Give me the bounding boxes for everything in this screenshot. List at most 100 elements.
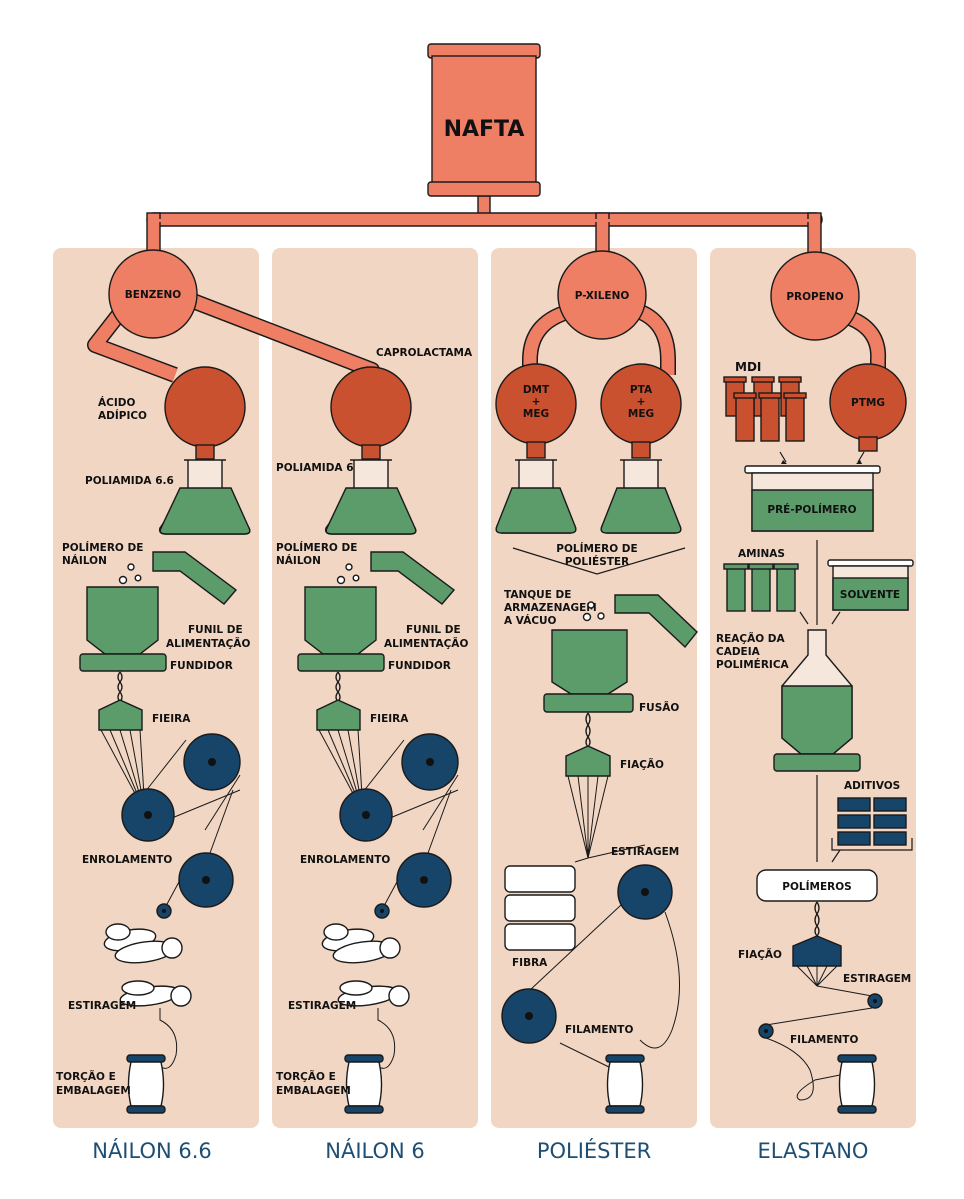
solvent-tank	[827, 559, 914, 611]
svg-text:FIAÇÃO: FIAÇÃO	[620, 758, 664, 771]
polyester-flask-b	[600, 459, 682, 534]
svg-text:FUNIL DE: FUNIL DE	[188, 624, 243, 636]
amine-tubes	[723, 563, 799, 612]
propeno-node	[770, 251, 860, 341]
svg-text:ENROLAMENTO: ENROLAMENTO	[82, 854, 172, 866]
svg-text:FUNDIDOR: FUNDIDOR	[388, 660, 451, 672]
svg-text:POLIMÉRICA: POLIMÉRICA	[716, 658, 790, 671]
svg-text:POLIAMIDA 6.6: POLIAMIDA 6.6	[85, 475, 174, 487]
svg-text:FIEIRA: FIEIRA	[152, 713, 191, 725]
feed-chute-poly	[614, 594, 698, 649]
polymers-box	[756, 869, 878, 902]
svg-text:SOLVENTE: SOLVENTE	[840, 589, 900, 601]
svg-text:EMBALAGEM: EMBALAGEM	[276, 1085, 351, 1097]
svg-text:FILAMENTO: FILAMENTO	[790, 1034, 858, 1046]
svg-text:ENROLAMENTO: ENROLAMENTO	[300, 854, 390, 866]
column-title-nylon66: NÁILON 6.6	[92, 1138, 212, 1163]
column-title-polyester: POLIÉSTER	[537, 1138, 651, 1163]
svg-text:AMINAS: AMINAS	[738, 548, 785, 560]
mdi-tubes	[723, 376, 807, 442]
svg-text:ESTIRAGEM: ESTIRAGEM	[288, 1000, 356, 1012]
svg-text:ALIMENTAÇÃO: ALIMENTAÇÃO	[166, 637, 250, 650]
small-roller-6	[374, 903, 390, 919]
prepolymer-tank	[744, 465, 881, 532]
svg-text:MEG: MEG	[628, 408, 654, 420]
svg-text:POLÍMERO DE: POLÍMERO DE	[62, 541, 143, 554]
panel-nylon6	[272, 248, 478, 1128]
polyester-flask-a	[495, 459, 577, 534]
svg-text:A VÁCUO: A VÁCUO	[504, 614, 557, 627]
feed-chute-66	[152, 551, 238, 605]
poliamida66-flask	[158, 459, 251, 535]
svg-text:FILAMENTO: FILAMENTO	[565, 1024, 633, 1036]
bobbin-elastane	[837, 1054, 877, 1114]
pxileno-label: P-XILENO	[575, 290, 630, 302]
drawing-rolls-66	[103, 923, 192, 1007]
svg-text:DMT: DMT	[523, 384, 550, 396]
svg-text:MDI: MDI	[735, 360, 761, 374]
reaction-vessel	[773, 629, 861, 772]
svg-text:NÁILON: NÁILON	[62, 554, 107, 567]
feed-chute-6	[370, 551, 456, 605]
svg-text:ADITIVOS: ADITIVOS	[844, 780, 900, 792]
small-roller-elastane-b	[758, 1023, 774, 1039]
svg-text:POLIÉSTER: POLIÉSTER	[565, 555, 629, 568]
svg-text:ARMAZENAGEM: ARMAZENAGEM	[504, 602, 597, 614]
bobbin-poly	[605, 1054, 645, 1114]
caprolactama-flask	[330, 366, 412, 448]
benzeno-node	[108, 249, 198, 339]
svg-text:POLIAMIDA 6: POLIAMIDA 6	[276, 462, 354, 474]
bobbin-6	[344, 1054, 384, 1114]
svg-text:TANQUE DE: TANQUE DE	[504, 589, 571, 601]
svg-text:CAPROLACTAMA: CAPROLACTAMA	[376, 347, 473, 359]
svg-text:EMBALAGEM: EMBALAGEM	[56, 1085, 131, 1097]
column-title-nylon6: NÁILON 6	[325, 1138, 425, 1163]
poliamida6-flask	[324, 459, 417, 535]
fibers-poly	[567, 775, 609, 859]
svg-text:PRÉ-POLÍMERO: PRÉ-POLÍMERO	[767, 503, 856, 516]
propeno-label: PROPENO	[786, 291, 843, 303]
svg-text:ESTIRAGEM: ESTIRAGEM	[843, 973, 911, 985]
spinneret-elastane	[792, 935, 842, 967]
svg-text:MEG: MEG	[523, 408, 549, 420]
svg-text:ESTIRAGEM: ESTIRAGEM	[68, 1000, 136, 1012]
svg-text:REAÇÃO DA: REAÇÃO DA	[716, 632, 786, 645]
svg-text:PTA: PTA	[630, 384, 653, 396]
svg-text:+: +	[532, 396, 541, 408]
bobbin-66	[126, 1054, 166, 1114]
benzeno-label: BENZENO	[125, 289, 182, 301]
spinneret-6	[316, 699, 361, 731]
additive-blocks	[831, 797, 913, 851]
hopper-poly	[543, 629, 634, 713]
spinneret-66	[98, 699, 143, 731]
merge-chevron	[512, 547, 686, 575]
fibers-elastane	[796, 965, 838, 987]
svg-text:PTMG: PTMG	[851, 397, 885, 409]
hopper-66	[79, 586, 167, 672]
svg-text:NÁILON: NÁILON	[276, 554, 321, 567]
spinneret-poly	[565, 745, 611, 777]
svg-text:ÁCIDO: ÁCIDO	[98, 396, 135, 409]
svg-text:ADÍPICO: ADÍPICO	[98, 409, 147, 422]
svg-text:CADEIA: CADEIA	[716, 646, 761, 658]
svg-text:POLÍMERO DE: POLÍMERO DE	[276, 541, 357, 554]
column-title-elastane: ELASTANO	[758, 1139, 869, 1163]
fiber-stack	[504, 865, 576, 951]
nafta-tank: NAFTA	[427, 43, 541, 197]
svg-text:TORÇÃO E: TORÇÃO E	[276, 1070, 336, 1083]
svg-text:FUNDIDOR: FUNDIDOR	[170, 660, 233, 672]
drawing-rolls-6	[321, 923, 410, 1007]
svg-text:FUNIL DE: FUNIL DE	[406, 624, 461, 636]
acido-flask	[164, 366, 246, 448]
roller-poly-b	[501, 988, 557, 1044]
svg-text:ESTIRAGEM: ESTIRAGEM	[611, 846, 679, 858]
small-roller-66	[156, 903, 172, 919]
roller-6-c	[396, 852, 452, 908]
svg-text:TORÇÃO E: TORÇÃO E	[56, 1070, 116, 1083]
svg-text:FIEIRA: FIEIRA	[370, 713, 409, 725]
svg-text:POLÍMEROS: POLÍMEROS	[782, 880, 851, 893]
hopper-6	[297, 586, 385, 672]
svg-text:FIAÇÃO: FIAÇÃO	[738, 948, 782, 961]
svg-text:+: +	[637, 396, 646, 408]
